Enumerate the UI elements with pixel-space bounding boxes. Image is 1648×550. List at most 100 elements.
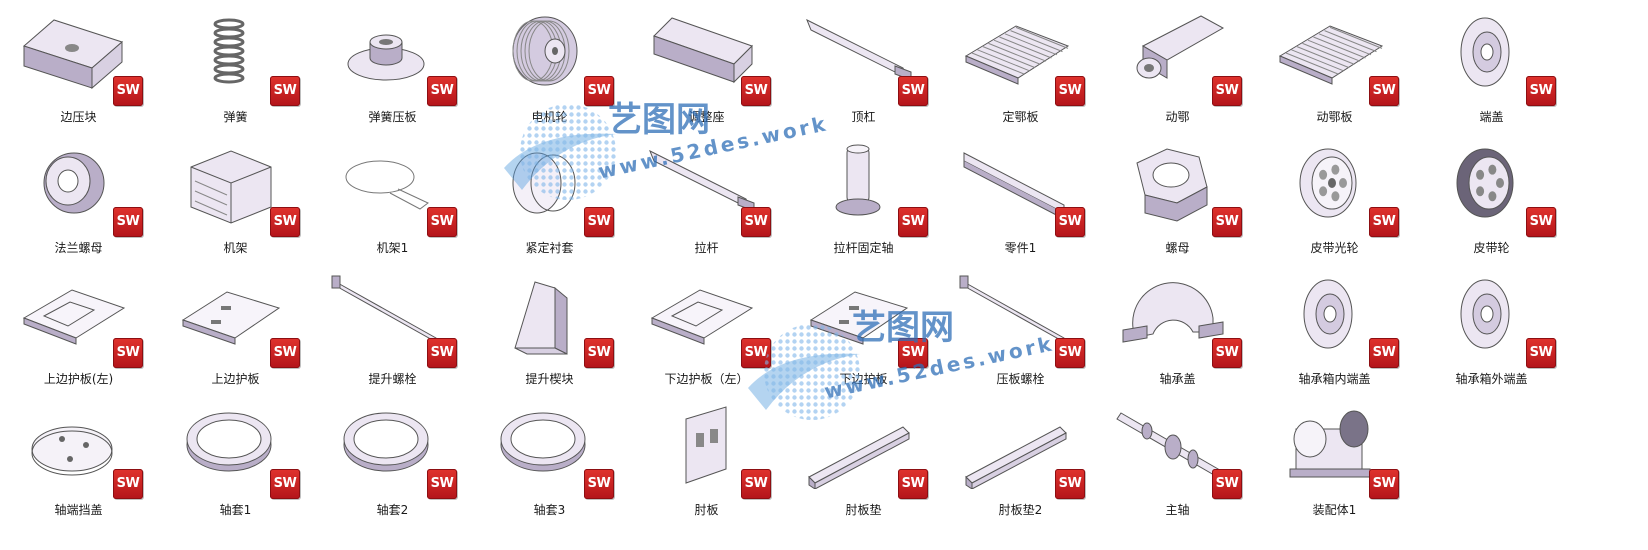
flange-nut-icon — [43, 152, 105, 214]
file-item[interactable]: SW 压板螺栓 — [942, 266, 1099, 397]
solidworks-badge-icon: SW — [741, 207, 771, 237]
file-item[interactable]: SW 提升螺栓 — [314, 266, 471, 397]
file-name-label: 肘板 — [694, 503, 719, 517]
file-name-label: 压板螺栓 — [996, 372, 1045, 386]
angle-strip-icon — [965, 426, 1067, 489]
disc-cover-icon — [1303, 279, 1353, 349]
hex-nut-icon — [1136, 148, 1208, 222]
assembly-icon — [1289, 410, 1371, 478]
sketch-icon — [345, 160, 429, 210]
solidworks-badge-icon: SW — [1055, 469, 1085, 499]
part-thumbnail — [956, 6, 1074, 96]
part-thumbnail — [1113, 268, 1231, 358]
part-thumbnail — [171, 268, 289, 358]
file-item[interactable]: SW 肘板垫2 — [942, 397, 1099, 528]
solidworks-badge-icon: SW — [584, 469, 614, 499]
bearing-cap-icon — [1122, 282, 1224, 343]
part-thumbnail — [1113, 6, 1231, 96]
file-name-label: 弹簧压板 — [368, 110, 417, 124]
file-name-label: 肘板垫 — [845, 503, 882, 517]
part-thumbnail — [328, 399, 446, 489]
solidworks-badge-icon: SW — [1055, 207, 1085, 237]
ring-icon — [500, 412, 586, 472]
file-name-label: 提升螺栓 — [368, 372, 417, 386]
file-name-label: 拉杆 — [694, 241, 719, 255]
file-name-label: 轴承箱外端盖 — [1455, 372, 1528, 386]
solidworks-badge-icon: SW — [741, 469, 771, 499]
file-item[interactable]: SW 肘板 — [628, 397, 785, 528]
file-name-label: 定鄂板 — [1002, 110, 1039, 124]
file-name-label: 肘板垫2 — [998, 503, 1043, 517]
solidworks-badge-icon: SW — [1369, 469, 1399, 499]
solidworks-badge-icon: SW — [1212, 338, 1242, 368]
part-thumbnail — [171, 137, 289, 227]
solidworks-badge-icon: SW — [898, 338, 928, 368]
file-item[interactable]: SW 下边护板（左） — [628, 266, 785, 397]
solidworks-badge-icon: SW — [113, 338, 143, 368]
file-item[interactable]: SW 上边护板 — [157, 266, 314, 397]
solidworks-badge-icon: SW — [584, 76, 614, 106]
solidworks-badge-icon: SW — [1055, 338, 1085, 368]
toggle-plate-icon — [685, 406, 727, 484]
spring-icon — [213, 18, 245, 84]
file-name-label: 弹簧 — [223, 110, 248, 124]
solidworks-badge-icon: SW — [427, 207, 457, 237]
file-name-label: 下边护板（左） — [664, 372, 749, 386]
file-name-label: 动鄂板 — [1316, 110, 1353, 124]
solidworks-badge-icon: SW — [427, 338, 457, 368]
solidworks-badge-icon: SW — [113, 469, 143, 499]
part-thumbnail — [1270, 268, 1388, 358]
ribbed-plate-icon — [1278, 25, 1384, 85]
solidworks-badge-icon: SW — [1369, 338, 1399, 368]
solidworks-badge-icon: SW — [270, 338, 300, 368]
ring-icon — [343, 412, 429, 472]
grooved-pulley-icon — [512, 16, 578, 86]
file-name-label: 皮带光轮 — [1310, 241, 1359, 255]
file-item[interactable]: SW 拉杆 — [628, 135, 785, 266]
spoked-wheel-icon — [1299, 148, 1357, 218]
part-thumbnail — [171, 399, 289, 489]
solidworks-badge-icon: SW — [1526, 76, 1556, 106]
file-item[interactable]: SW 轴端挡盖 — [0, 397, 157, 528]
part-thumbnail — [485, 6, 603, 96]
file-name-label: 机架1 — [376, 241, 409, 255]
part-thumbnail — [14, 399, 132, 489]
file-name-label: 上边护板 — [211, 372, 260, 386]
file-item[interactable]: SW 机架1 — [314, 135, 471, 266]
part-thumbnail — [1427, 268, 1545, 358]
solidworks-badge-icon: SW — [741, 338, 771, 368]
file-name-label: 轴端挡盖 — [54, 503, 103, 517]
solidworks-badge-icon: SW — [1526, 207, 1556, 237]
